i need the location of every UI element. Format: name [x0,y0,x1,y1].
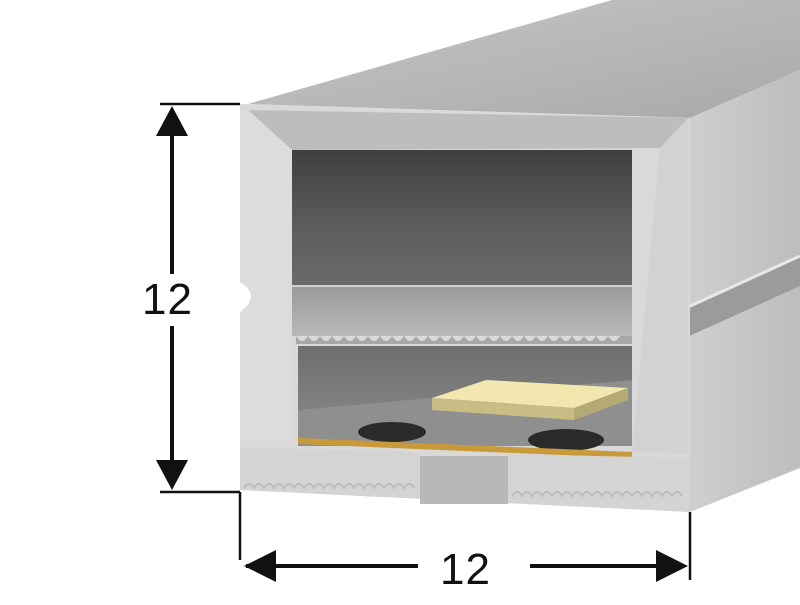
pcb-strip-icon [298,438,632,458]
side-notch [240,282,251,312]
upper-cavity [292,150,632,286]
shelf-serration [296,336,632,344]
solder-pad-right [528,429,604,451]
profile-top-face [248,0,800,118]
profile-base [240,448,690,512]
height-dimension-label: 12 [138,276,197,324]
height-arrow-down-icon [156,460,188,490]
width-arrow-left-icon [244,550,276,582]
diffuser-shelf [292,286,632,336]
width-dimension-label: 12 [428,548,503,592]
side-groove [664,256,800,342]
width-arrow-right-icon [656,550,688,582]
height-arrow-up-icon [156,106,188,136]
height-dimension [156,102,242,560]
led-chip-icon [432,380,628,420]
bottom-channel [420,456,508,504]
solder-pad-left [358,422,426,442]
opening-bevel [248,110,688,150]
width-dimension [244,512,692,582]
